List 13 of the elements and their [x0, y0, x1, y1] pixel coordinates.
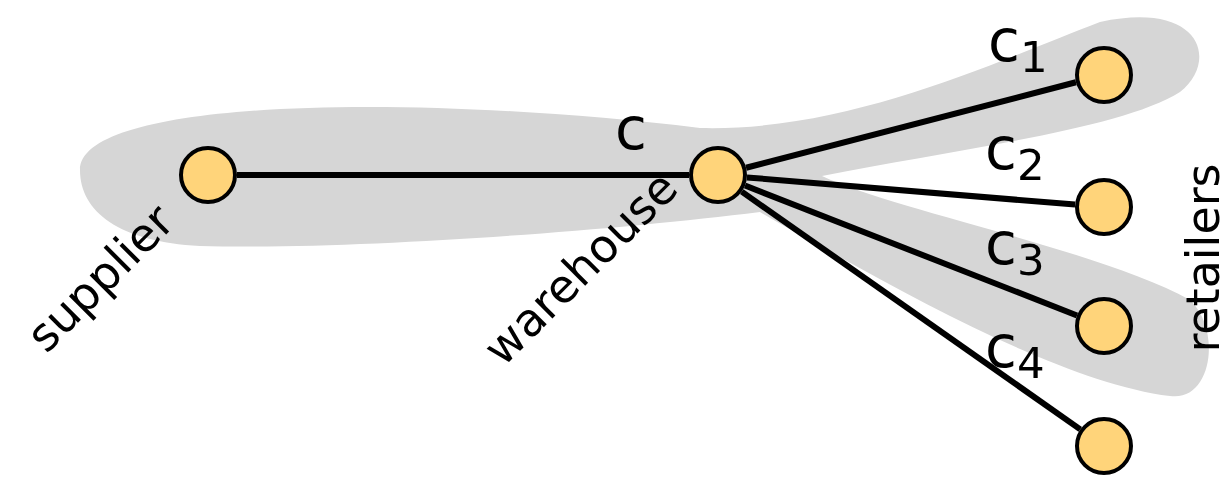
edge-label: c$_{3}$ — [985, 215, 1045, 283]
edge-label: c$_{1}$ — [988, 12, 1048, 80]
connector-line — [740, 189, 1082, 432]
connector-line — [746, 174, 1076, 208]
node-circle — [1075, 417, 1133, 475]
edge-label: c — [615, 100, 647, 158]
edge-label: c$_{2}$ — [985, 120, 1045, 188]
connector-line — [237, 172, 689, 178]
connector-line — [743, 182, 1079, 319]
group-label: retailers — [1179, 163, 1226, 353]
connector-line — [745, 79, 1077, 171]
node-circle — [1075, 178, 1133, 236]
edge-label: c$_{4}$ — [985, 318, 1045, 386]
